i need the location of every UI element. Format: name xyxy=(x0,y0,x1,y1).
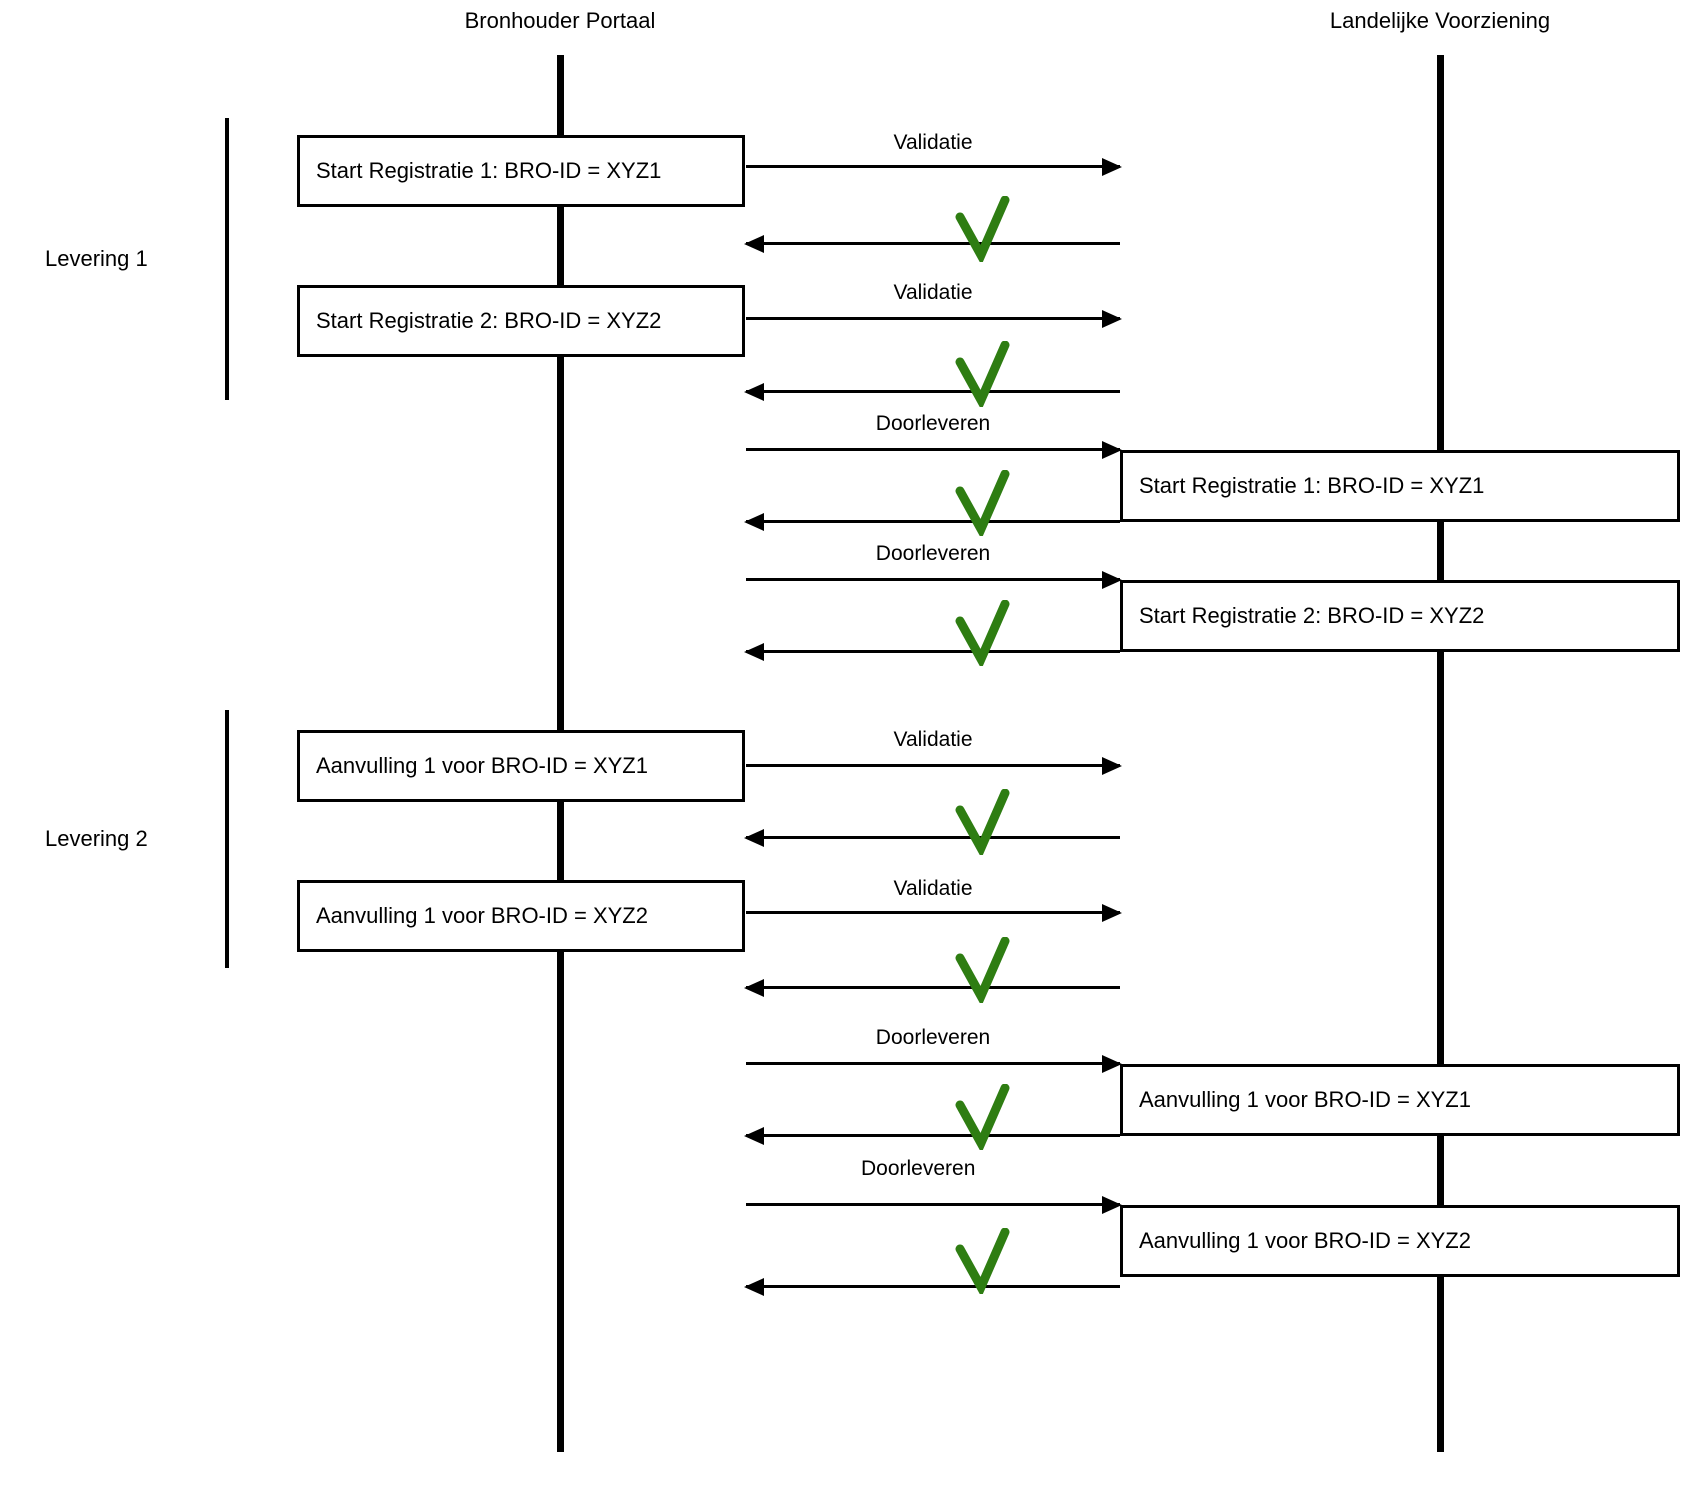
message-line-m4 xyxy=(746,390,1120,393)
message-label-m9: Validatie xyxy=(893,728,973,751)
check-mark-icon xyxy=(955,1083,1017,1155)
message-line-m5 xyxy=(746,448,1120,451)
arrowhead-right-m11 xyxy=(1102,904,1122,922)
left-message-box-lb1: Start Registratie 1: BRO-ID = XYZ1 xyxy=(297,135,745,207)
arrowhead-right-m9 xyxy=(1102,757,1122,775)
arrowhead-right-m13 xyxy=(1102,1055,1122,1073)
group-label-levering-1: Levering 1 xyxy=(45,246,148,271)
group-bracket-levering-1 xyxy=(225,118,229,400)
check-mark-icon xyxy=(955,936,1017,1008)
message-line-m11 xyxy=(746,911,1120,914)
arrowhead-left-m12 xyxy=(744,979,764,997)
left-message-box-lb4: Aanvulling 1 voor BRO-ID = XYZ2 xyxy=(297,880,745,952)
check-mark-icon xyxy=(955,599,1017,671)
message-line-m14 xyxy=(746,1134,1120,1137)
message-line-m2 xyxy=(746,242,1120,245)
right-message-box-label: Start Registratie 1: BRO-ID = XYZ1 xyxy=(1139,473,1485,498)
right-message-box-label: Aanvulling 1 voor BRO-ID = XYZ1 xyxy=(1139,1087,1471,1112)
message-line-m15 xyxy=(746,1203,1120,1206)
arrowhead-right-m3 xyxy=(1102,310,1122,328)
left-message-box-lb2: Start Registratie 2: BRO-ID = XYZ2 xyxy=(297,285,745,357)
arrowhead-left-m6 xyxy=(744,513,764,531)
right-message-box-rb4: Aanvulling 1 voor BRO-ID = XYZ2 xyxy=(1120,1205,1680,1277)
left-message-box-lb3: Aanvulling 1 voor BRO-ID = XYZ1 xyxy=(297,730,745,802)
message-line-m6 xyxy=(746,520,1120,523)
message-label-m5: Doorleveren xyxy=(875,412,991,435)
arrowhead-left-m14 xyxy=(744,1127,764,1145)
left-message-box-label: Aanvulling 1 voor BRO-ID = XYZ2 xyxy=(316,903,648,928)
left-message-box-label: Aanvulling 1 voor BRO-ID = XYZ1 xyxy=(316,753,648,778)
arrowhead-right-m15 xyxy=(1102,1196,1122,1214)
arrowhead-left-m16 xyxy=(744,1278,764,1296)
check-mark-icon xyxy=(955,788,1017,860)
message-line-m9 xyxy=(746,764,1120,767)
message-label-m15: Doorleveren xyxy=(861,1157,976,1180)
message-line-m7 xyxy=(746,578,1120,581)
arrowhead-right-m5 xyxy=(1102,441,1122,459)
arrowhead-left-m8 xyxy=(744,643,764,661)
message-label-m1: Validatie xyxy=(893,131,973,154)
message-line-m13 xyxy=(746,1062,1120,1065)
lifeline-title-bronhouder: Bronhouder Portaal xyxy=(464,8,656,33)
arrowhead-right-m1 xyxy=(1102,158,1122,176)
check-mark-icon xyxy=(955,340,1017,412)
check-mark-icon xyxy=(955,469,1017,541)
right-message-box-rb3: Aanvulling 1 voor BRO-ID = XYZ1 xyxy=(1120,1064,1680,1136)
arrowhead-left-m10 xyxy=(744,829,764,847)
right-message-box-rb2: Start Registratie 2: BRO-ID = XYZ2 xyxy=(1120,580,1680,652)
group-bracket-levering-2 xyxy=(225,710,229,968)
lifeline-title-landelijke: Landelijke Voorziening xyxy=(1329,8,1551,33)
left-message-box-label: Start Registratie 1: BRO-ID = XYZ1 xyxy=(316,158,662,183)
message-line-m16 xyxy=(746,1285,1120,1288)
message-label-m13: Doorleveren xyxy=(875,1026,991,1049)
check-mark-icon xyxy=(955,195,1017,267)
message-label-m7: Doorleveren xyxy=(875,542,991,565)
check-mark-icon xyxy=(955,1227,1017,1299)
right-message-box-rb1: Start Registratie 1: BRO-ID = XYZ1 xyxy=(1120,450,1680,522)
message-label-m3: Validatie xyxy=(893,281,973,304)
message-label-m11: Validatie xyxy=(893,877,973,900)
arrowhead-left-m4 xyxy=(744,383,764,401)
left-message-box-label: Start Registratie 2: BRO-ID = XYZ2 xyxy=(316,308,662,333)
message-line-m12 xyxy=(746,986,1120,989)
message-line-m10 xyxy=(746,836,1120,839)
message-line-m3 xyxy=(746,317,1120,320)
group-label-levering-2: Levering 2 xyxy=(45,826,148,851)
arrowhead-left-m2 xyxy=(744,235,764,253)
right-message-box-label: Start Registratie 2: BRO-ID = XYZ2 xyxy=(1139,603,1485,628)
message-line-m1 xyxy=(746,165,1120,168)
message-line-m8 xyxy=(746,650,1120,653)
arrowhead-right-m7 xyxy=(1102,571,1122,589)
lifeline-landelijke xyxy=(1437,55,1444,1452)
right-message-box-label: Aanvulling 1 voor BRO-ID = XYZ2 xyxy=(1139,1228,1471,1253)
